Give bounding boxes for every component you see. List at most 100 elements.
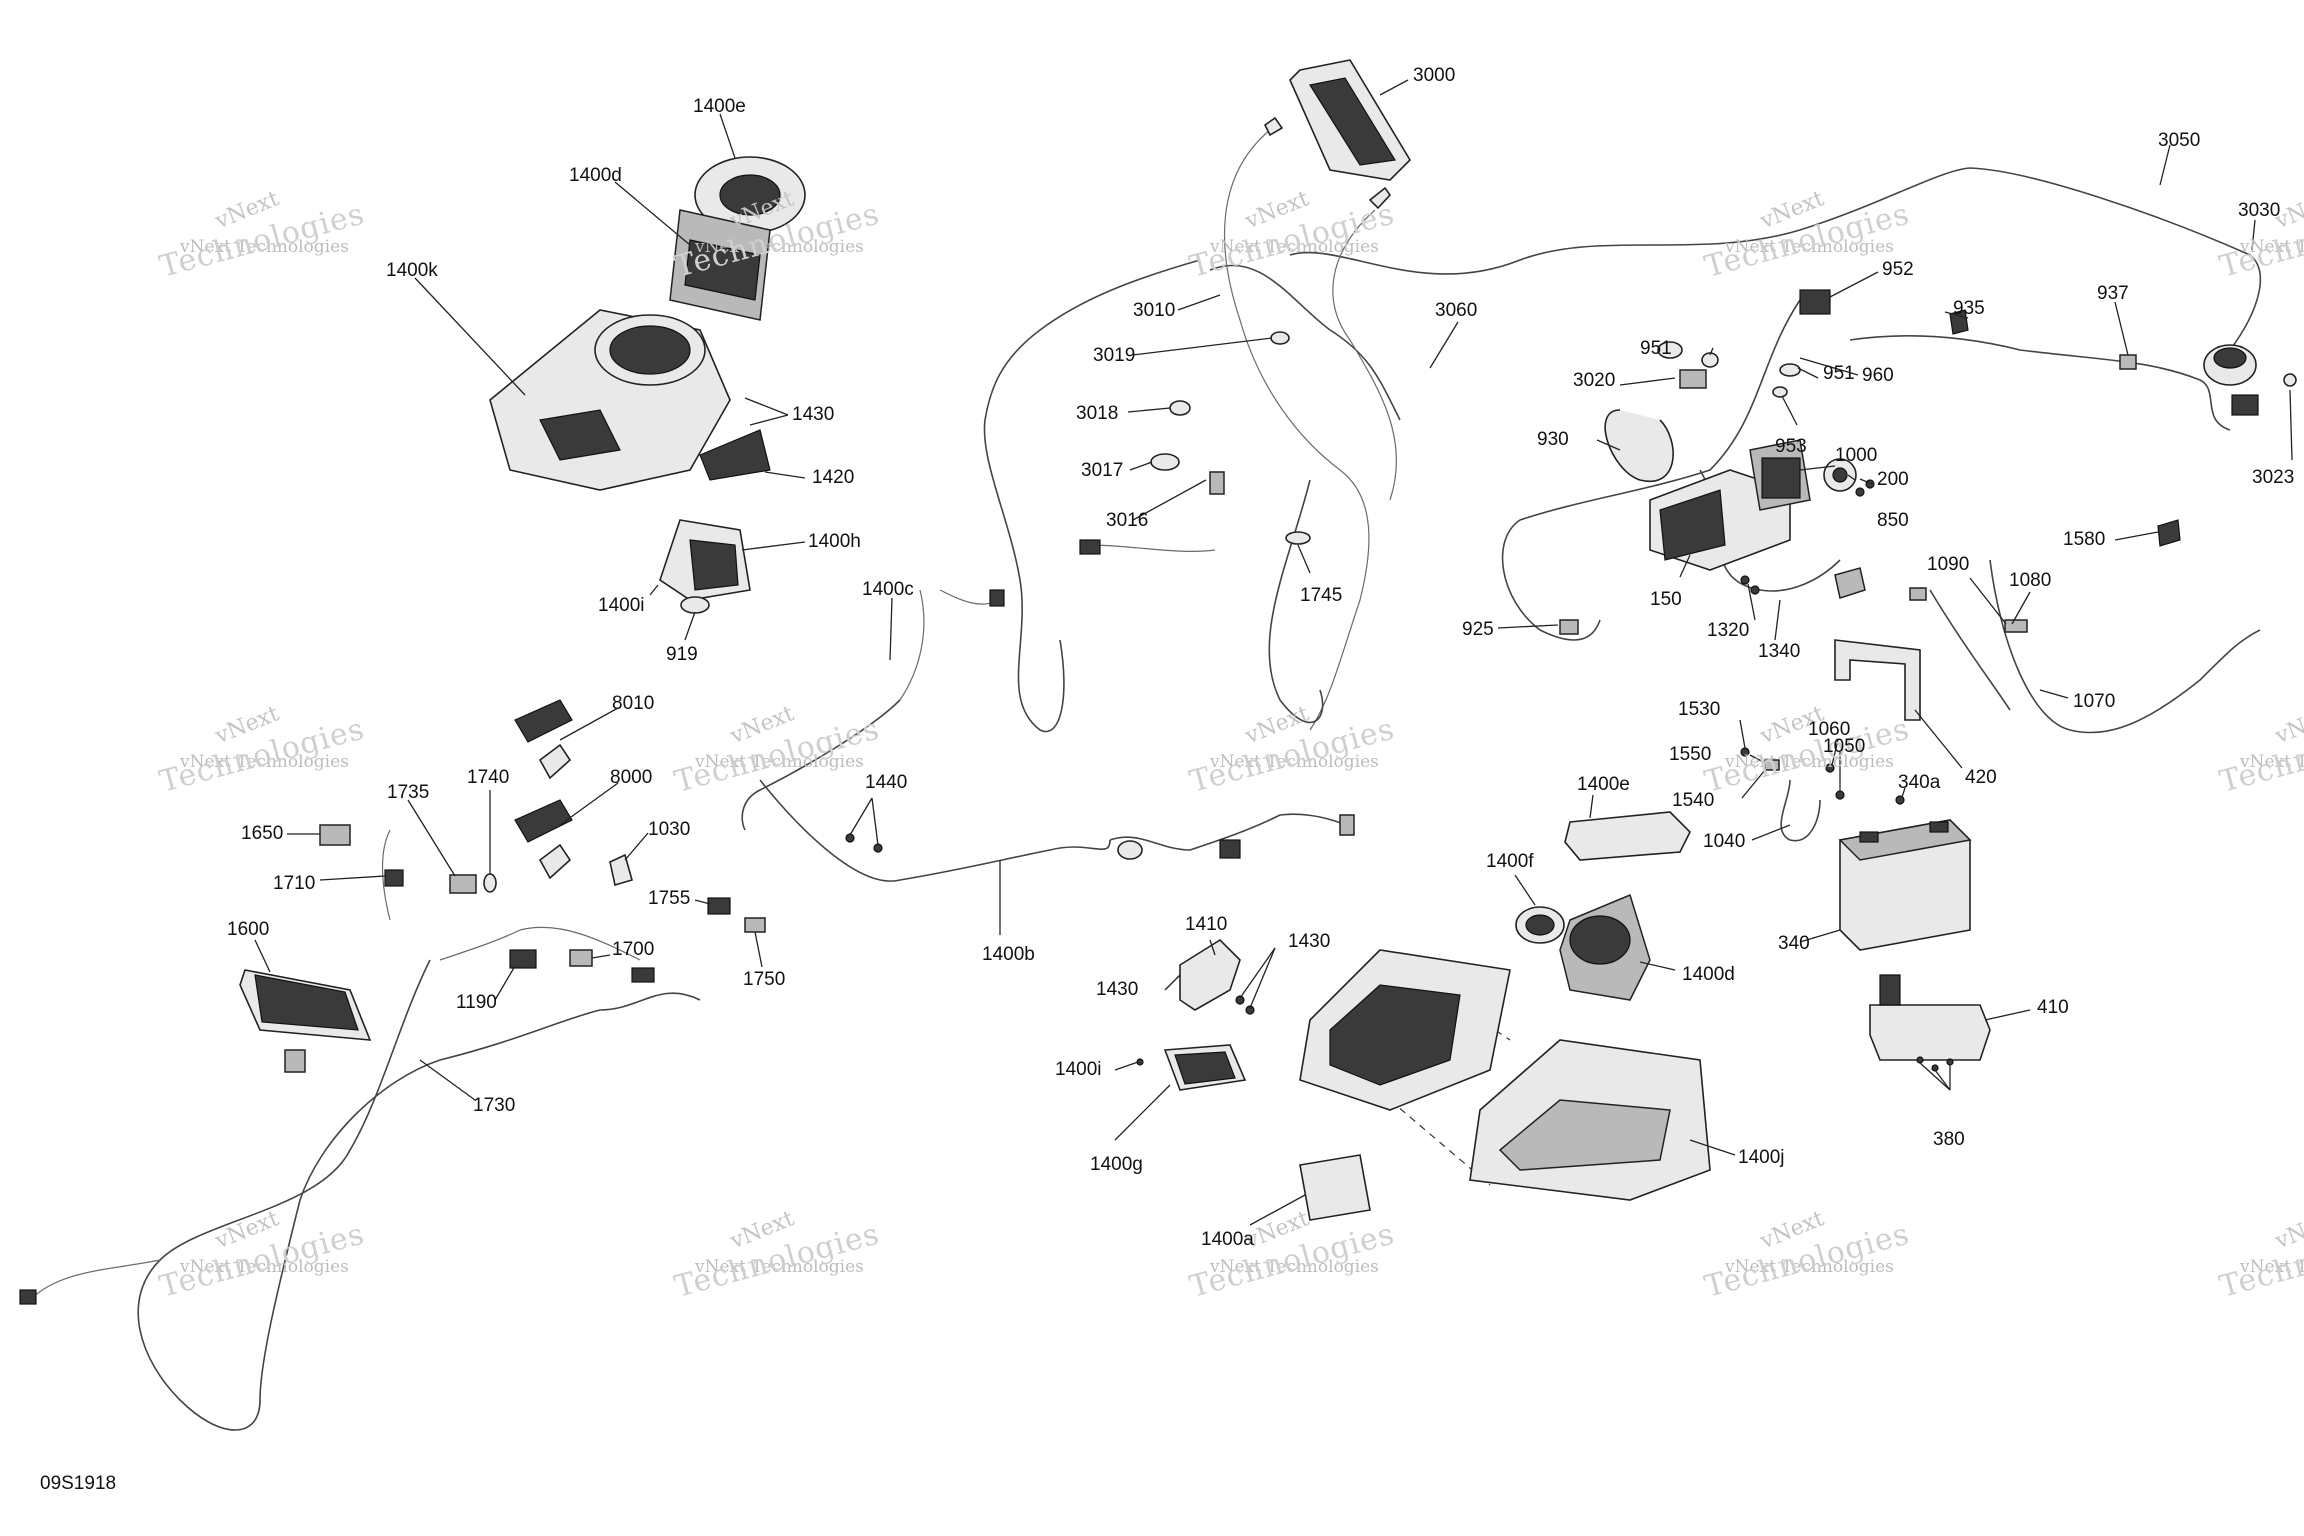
part-340a: [1895, 795, 1905, 805]
harness-3010: [1224, 129, 1370, 731]
part-1410-bracket: [1179, 938, 1241, 1011]
callout-1400h: 1400h: [808, 531, 861, 552]
callout-1400c: 1400c: [862, 579, 914, 600]
part-connector-right: [2231, 394, 2259, 416]
part-937: [2119, 354, 2137, 370]
callout-1530: 1530: [1678, 699, 1721, 720]
part-925-connector: [1559, 619, 1579, 635]
part-1190-connector: [509, 949, 537, 969]
part-930-loop: [1604, 409, 1674, 483]
callout-1750: 1750: [743, 969, 786, 990]
part-1580: [2157, 519, 2181, 547]
part-1740: [483, 873, 497, 893]
callout-1540: 1540: [1672, 790, 1715, 811]
callout-1400g: 1400g: [1090, 1154, 1143, 1175]
harness-1400b-right: [1109, 813, 1353, 851]
callout-3016: 3016: [1106, 510, 1149, 531]
harness-3060-left: [983, 259, 1201, 733]
callout-1400e-top: 1400e: [693, 96, 746, 117]
callout-919: 919: [666, 644, 698, 665]
callout-1600: 1600: [227, 919, 270, 940]
part-1750-connector: [744, 917, 766, 933]
callout-1430-top: 1430: [792, 404, 835, 425]
harness-1400c-up: [899, 589, 925, 701]
part-850-screw: [1865, 479, 1875, 489]
part-1440-screw: [845, 833, 855, 843]
callout-1400k: 1400k: [386, 260, 438, 281]
callout-3019: 3019: [1093, 345, 1136, 366]
callout-1700: 1700: [612, 939, 655, 960]
callout-1735: 1735: [387, 782, 430, 803]
harness-1710: [381, 829, 391, 921]
part-1400c-connector: [989, 589, 1005, 607]
part-1745: [1285, 531, 1311, 545]
callout-1440: 1440: [865, 772, 908, 793]
part-420-strap: [1834, 639, 1921, 721]
part-3020-connector: [1679, 369, 1707, 389]
callout-1430-b: 1430: [1288, 931, 1331, 952]
part-951-clip-b: [1779, 363, 1801, 377]
callout-1070: 1070: [2073, 691, 2116, 712]
callout-951-b: 951: [1823, 363, 1855, 384]
callout-8000: 8000: [610, 767, 653, 788]
part-grommet-1400b: [1117, 840, 1143, 860]
callout-3023: 3023: [2252, 467, 2295, 488]
part-410-tray: [1869, 1004, 1991, 1061]
callout-937: 937: [2097, 283, 2129, 304]
part-1700-connector: [569, 949, 593, 967]
callout-1740: 1740: [467, 767, 510, 788]
callout-1400i-bot: 1400i: [1055, 1059, 1102, 1080]
part-919-grommet: [680, 596, 710, 614]
part-3016-connector: [1209, 471, 1225, 495]
harness-1070: [1989, 559, 2261, 734]
part-1400a-module: [1299, 1154, 1371, 1221]
part-953-clip: [1772, 386, 1788, 398]
callout-1745: 1745: [1300, 585, 1343, 606]
part-3023: [2283, 373, 2297, 387]
callout-1550: 1550: [1669, 744, 1712, 765]
callout-1400d-top: 1400d: [569, 165, 622, 186]
callout-1400f: 1400f: [1486, 851, 1534, 872]
callout-3000: 3000: [1413, 65, 1456, 86]
callout-935: 935: [1953, 298, 1985, 319]
part-1730-end-connector: [19, 1289, 37, 1305]
part-1420-bracket: [699, 429, 771, 481]
callout-1000: 1000: [1835, 445, 1878, 466]
part-3017: [1150, 453, 1180, 471]
callout-3050: 3050: [2158, 130, 2201, 151]
callout-930: 930: [1537, 429, 1569, 450]
harness-main-right: [1501, 299, 1801, 641]
callout-960: 960: [1862, 365, 1894, 386]
callout-3010: 3010: [1133, 300, 1176, 321]
part-8010-key: [514, 699, 573, 743]
part-952-connector: [1799, 289, 1831, 315]
callout-1400j: 1400j: [1738, 1147, 1785, 1168]
harness-420: [1929, 589, 2011, 711]
part-1530: [1740, 747, 1750, 757]
callout-1090: 1090: [1927, 554, 1970, 575]
harness-1730: [137, 959, 701, 1431]
callout-952: 952: [1882, 259, 1914, 280]
callout-1430-a: 1430: [1096, 979, 1139, 1000]
callout-925: 925: [1462, 619, 1494, 640]
callout-410: 410: [2037, 997, 2069, 1018]
callout-3017: 3017: [1081, 460, 1124, 481]
callout-1710: 1710: [273, 873, 316, 894]
harness-1040: [1780, 779, 1821, 842]
part-1080: [2004, 619, 2028, 633]
callout-380: 380: [1933, 1129, 1965, 1150]
harness-3060-right: [1209, 264, 1401, 421]
harness-1730-upper: [439, 926, 641, 961]
callout-8010: 8010: [612, 693, 655, 714]
harness-1730-tail: [29, 1259, 161, 1301]
callout-953: 953: [1775, 436, 1807, 457]
callout-420: 420: [1965, 767, 1997, 788]
callout-1400i-top: 1400i: [598, 595, 645, 616]
callout-1190: 1190: [456, 992, 497, 1013]
callout-1420: 1420: [812, 467, 855, 488]
part-1650-connector: [319, 824, 351, 846]
part-1755-connector: [707, 897, 731, 915]
harness-1400b: [759, 779, 1111, 882]
